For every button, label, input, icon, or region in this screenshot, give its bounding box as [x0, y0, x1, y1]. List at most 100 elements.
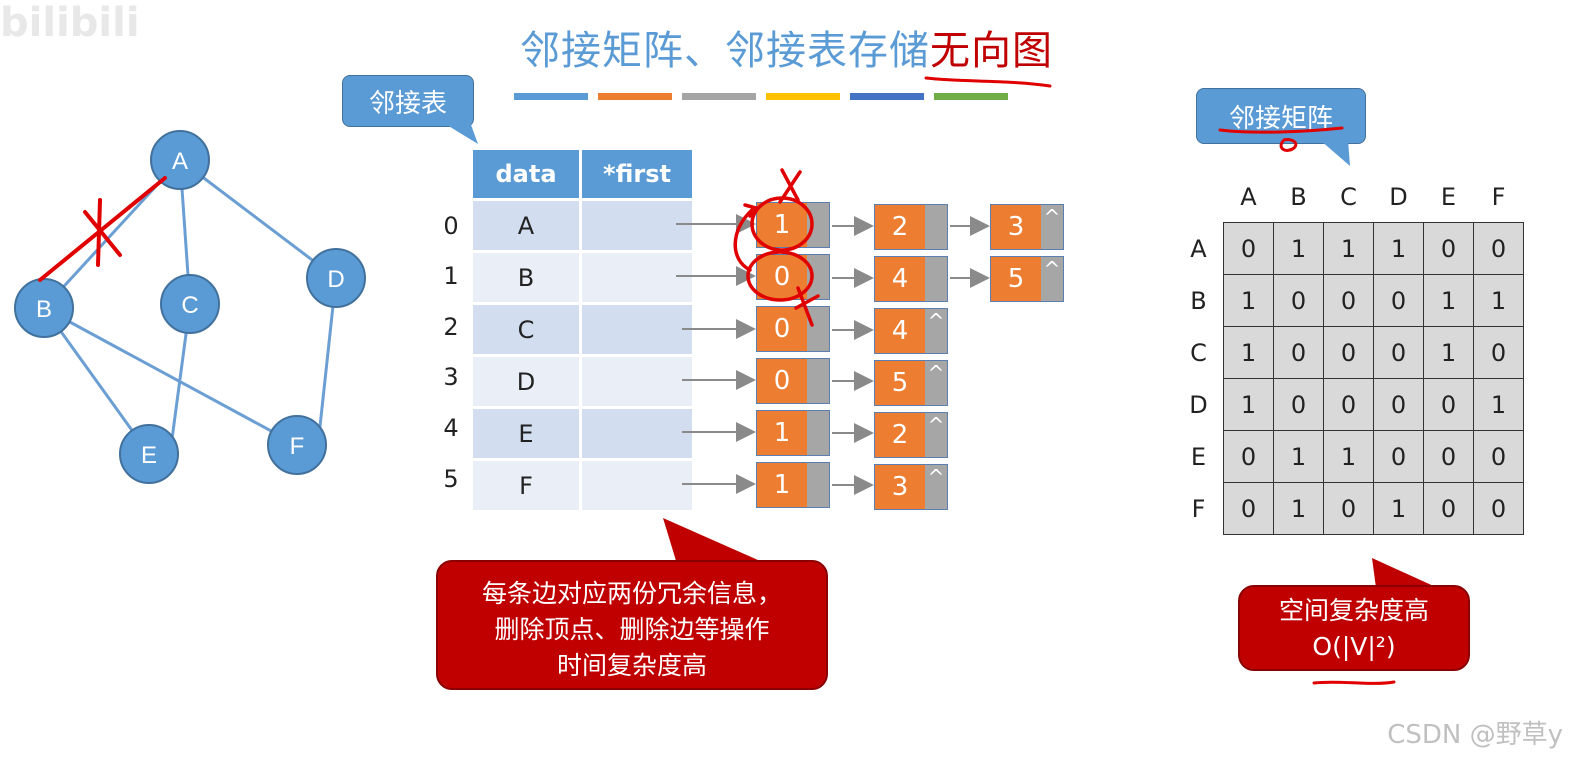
table-row: C — [473, 305, 692, 354]
list-node: 1 — [756, 462, 830, 508]
note-line: 空间复杂度高 — [1278, 596, 1429, 625]
row-index: 2 — [443, 313, 459, 341]
matrix-row-label: B — [1174, 274, 1224, 327]
row-index: 1 — [443, 262, 459, 290]
row-index: 0 — [443, 212, 459, 240]
first-cell — [582, 305, 692, 354]
callout-tail — [663, 518, 767, 564]
color-bar — [934, 93, 1008, 100]
list-node: 0 — [756, 254, 830, 300]
matrix-cell: 0 — [1273, 326, 1324, 379]
matrix-cell: 1 — [1323, 430, 1374, 483]
matrix-cell: 0 — [1323, 326, 1374, 379]
first-cell — [582, 409, 692, 458]
matrix-row: F 0 1 0 1 0 0 — [1174, 482, 1524, 535]
graph-node-d: D — [306, 248, 366, 308]
color-bar — [598, 93, 672, 100]
matrix-row-label: C — [1174, 326, 1224, 379]
matrix-cell: 1 — [1223, 378, 1274, 431]
bilibili-logo: bilibili — [0, 0, 140, 46]
graph-node-label: C — [181, 292, 198, 319]
matrix-cell: 0 — [1323, 378, 1374, 431]
list-node: 4^ — [874, 308, 948, 354]
list-node: 0 — [756, 306, 830, 352]
csdn-watermark: CSDN @野草y — [1387, 720, 1563, 750]
adjacency-matrix: A B C D E F A 0 1 1 1 0 0 B 1 0 0 0 1 1 … — [1174, 171, 1524, 535]
callout-tail — [1372, 558, 1438, 588]
adjacency-matrix-wrapper: A B C D E F A 0 1 1 1 0 0 B 1 0 0 0 1 1 … — [1174, 171, 1524, 535]
adj-list-callout: 邻接表 — [342, 75, 474, 127]
matrix-cell: 0 — [1223, 482, 1274, 535]
matrix-cell: 0 — [1473, 430, 1524, 483]
list-node: 3^ — [990, 204, 1064, 250]
matrix-cell: 1 — [1473, 378, 1524, 431]
edge-b-f — [43, 306, 298, 447]
row-index: 4 — [443, 414, 459, 442]
first-cell — [582, 253, 692, 302]
matrix-cell: 1 — [1223, 274, 1274, 327]
table-row: D — [473, 357, 692, 406]
matrix-cell: 0 — [1373, 274, 1424, 327]
graph-node-label: A — [172, 148, 188, 175]
row-index: 3 — [443, 363, 459, 391]
note-line: 每条边对应两份冗余信息， — [481, 579, 782, 608]
matrix-row: A 0 1 1 1 0 0 — [1174, 222, 1524, 275]
color-bar — [850, 93, 924, 100]
matrix-cell: 1 — [1423, 274, 1474, 327]
matrix-cell: 1 — [1373, 482, 1424, 535]
matrix-row-label: A — [1174, 222, 1224, 275]
first-cell — [582, 461, 692, 510]
matrix-complexity-note: 空间复杂度高 O(|V|²) — [1238, 585, 1470, 671]
matrix-cell: 0 — [1373, 326, 1424, 379]
matrix-cell: 0 — [1273, 274, 1324, 327]
first-cell — [582, 357, 692, 406]
edge-a-d — [179, 158, 337, 280]
matrix-row: D 1 0 0 0 0 1 — [1174, 378, 1524, 431]
matrix-cell: 0 — [1423, 430, 1474, 483]
list-node: 1 — [756, 410, 830, 456]
matrix-cell: 0 — [1323, 482, 1374, 535]
matrix-cell: 0 — [1273, 378, 1324, 431]
vertex-table-wrapper: data *first A B C D E F — [470, 147, 695, 513]
row-index: 5 — [443, 465, 459, 493]
note-line: 时间复杂度高 — [556, 651, 707, 680]
matrix-cell: 0 — [1223, 430, 1274, 483]
graph-node-c: C — [160, 274, 220, 334]
list-node: 5^ — [874, 360, 948, 406]
list-node: 2^ — [874, 412, 948, 458]
matrix-cell: 0 — [1373, 430, 1424, 483]
graph-node-a: A — [150, 130, 210, 190]
matrix-cell: 1 — [1373, 222, 1424, 275]
list-node: 5^ — [990, 256, 1064, 302]
list-node: 3^ — [874, 464, 948, 510]
title-emphasis: 无向图 — [930, 28, 1053, 74]
matrix-row-label: E — [1174, 430, 1224, 483]
red-cross-annotation — [38, 176, 167, 282]
matrix-cell: 0 — [1323, 274, 1374, 327]
matrix-cell: 1 — [1473, 274, 1524, 327]
matrix-col-label: F — [1473, 171, 1524, 223]
vertex-cell: B — [473, 253, 579, 302]
matrix-row-label: D — [1174, 378, 1224, 431]
color-bar — [766, 93, 840, 100]
table-row: E — [473, 409, 692, 458]
matrix-col-label: D — [1373, 171, 1424, 223]
list-node: 4 — [874, 256, 948, 302]
matrix-cell: 0 — [1473, 326, 1524, 379]
adj-list-drawback-note: 每条边对应两份冗余信息， 删除顶点、删除边等操作 时间复杂度高 — [436, 560, 828, 690]
vertex-cell: C — [473, 305, 579, 354]
matrix-col-label: A — [1223, 171, 1274, 223]
list-node: 1 — [756, 202, 830, 248]
graph-node-e: E — [119, 424, 179, 484]
vertex-table: data *first A B C D E F — [470, 147, 695, 513]
matrix-cell: 1 — [1423, 326, 1474, 379]
first-cell — [582, 201, 692, 250]
callout-tail — [442, 122, 478, 144]
matrix-cell: 0 — [1423, 222, 1474, 275]
color-bar — [682, 93, 756, 100]
note-line: O(|V|²) — [1312, 632, 1396, 661]
vertex-cell: D — [473, 357, 579, 406]
callout-tail — [1320, 140, 1350, 166]
matrix-cell: 1 — [1323, 222, 1374, 275]
graph-nodes: A B C D E F — [14, 130, 366, 484]
